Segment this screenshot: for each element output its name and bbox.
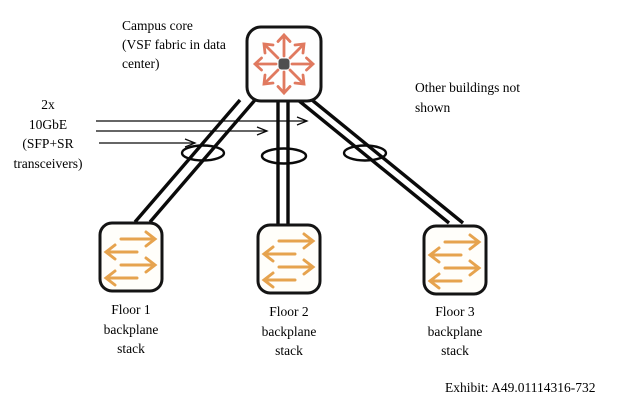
link-aggregation-loop-floor2: [260, 147, 308, 165]
floor3-label-line: Floor 3: [435, 304, 475, 319]
floor3-label-line: stack: [441, 343, 469, 358]
link-aggregation-loop-floor3: [342, 144, 388, 162]
floor2-label-line: Floor 2: [269, 304, 309, 319]
callout-arrow-middle-link: [96, 126, 269, 136]
floor2-label-line: backplane: [261, 323, 317, 339]
uplink-note-line: 10GbE: [28, 116, 68, 132]
floor3-switch-icon: [422, 224, 488, 296]
core-switch-icon: [245, 25, 323, 103]
other-buildings-note-line: shown: [415, 100, 451, 115]
other-buildings-note: Other buildings not shown: [415, 78, 565, 118]
uplink-note: 2x 10GbE (SFP+SR transceivers): [0, 95, 96, 173]
floor3-label-line: backplane: [427, 323, 483, 339]
core-center-dot: [278, 58, 290, 70]
floor2-switch-icon: [256, 223, 322, 295]
core-arrows-glyph: [252, 32, 316, 96]
campus-core-label-line: Campus core: [122, 18, 193, 33]
campus-core-label-line: center): [122, 56, 160, 71]
floor3-label: Floor 3 backplane stack: [400, 302, 510, 361]
floor2-label-line: stack: [275, 343, 303, 358]
floor2-label: Floor 2 backplane stack: [234, 302, 344, 361]
uplink-note-line: 2x: [41, 97, 55, 112]
exhibit-label-text: Exhibit: A49.01114316-732: [445, 380, 596, 395]
campus-core-label: Campus core (VSF fabric in data center): [122, 16, 257, 73]
floor1-label: Floor 1 backplane stack: [76, 300, 186, 359]
callout-arrow-right-link: [96, 116, 309, 126]
exhibit-label: Exhibit: A49.01114316-732: [445, 378, 596, 397]
uplink-note-line: (SFP+SR: [22, 136, 74, 151]
other-buildings-note-line: Other buildings not: [415, 80, 520, 95]
callout-arrow-left-link: [99, 138, 197, 148]
callout-arrows: [96, 116, 309, 148]
uplink-note-line: transceivers): [13, 155, 83, 171]
floor1-switch-icon: [98, 221, 164, 293]
floor1-label-line: stack: [117, 341, 145, 356]
campus-core-label-line: (VSF fabric in data: [122, 37, 226, 52]
floor-arrows-glyph: [103, 230, 158, 287]
floor-arrows-glyph: [427, 233, 482, 290]
link-aggregation-loop-floor1: [180, 144, 226, 162]
floor1-label-line: backplane: [103, 321, 159, 337]
uplink-floor3-pair: [296, 98, 465, 225]
floor1-label-line: Floor 1: [111, 302, 151, 317]
floor-arrows-glyph: [261, 232, 316, 289]
